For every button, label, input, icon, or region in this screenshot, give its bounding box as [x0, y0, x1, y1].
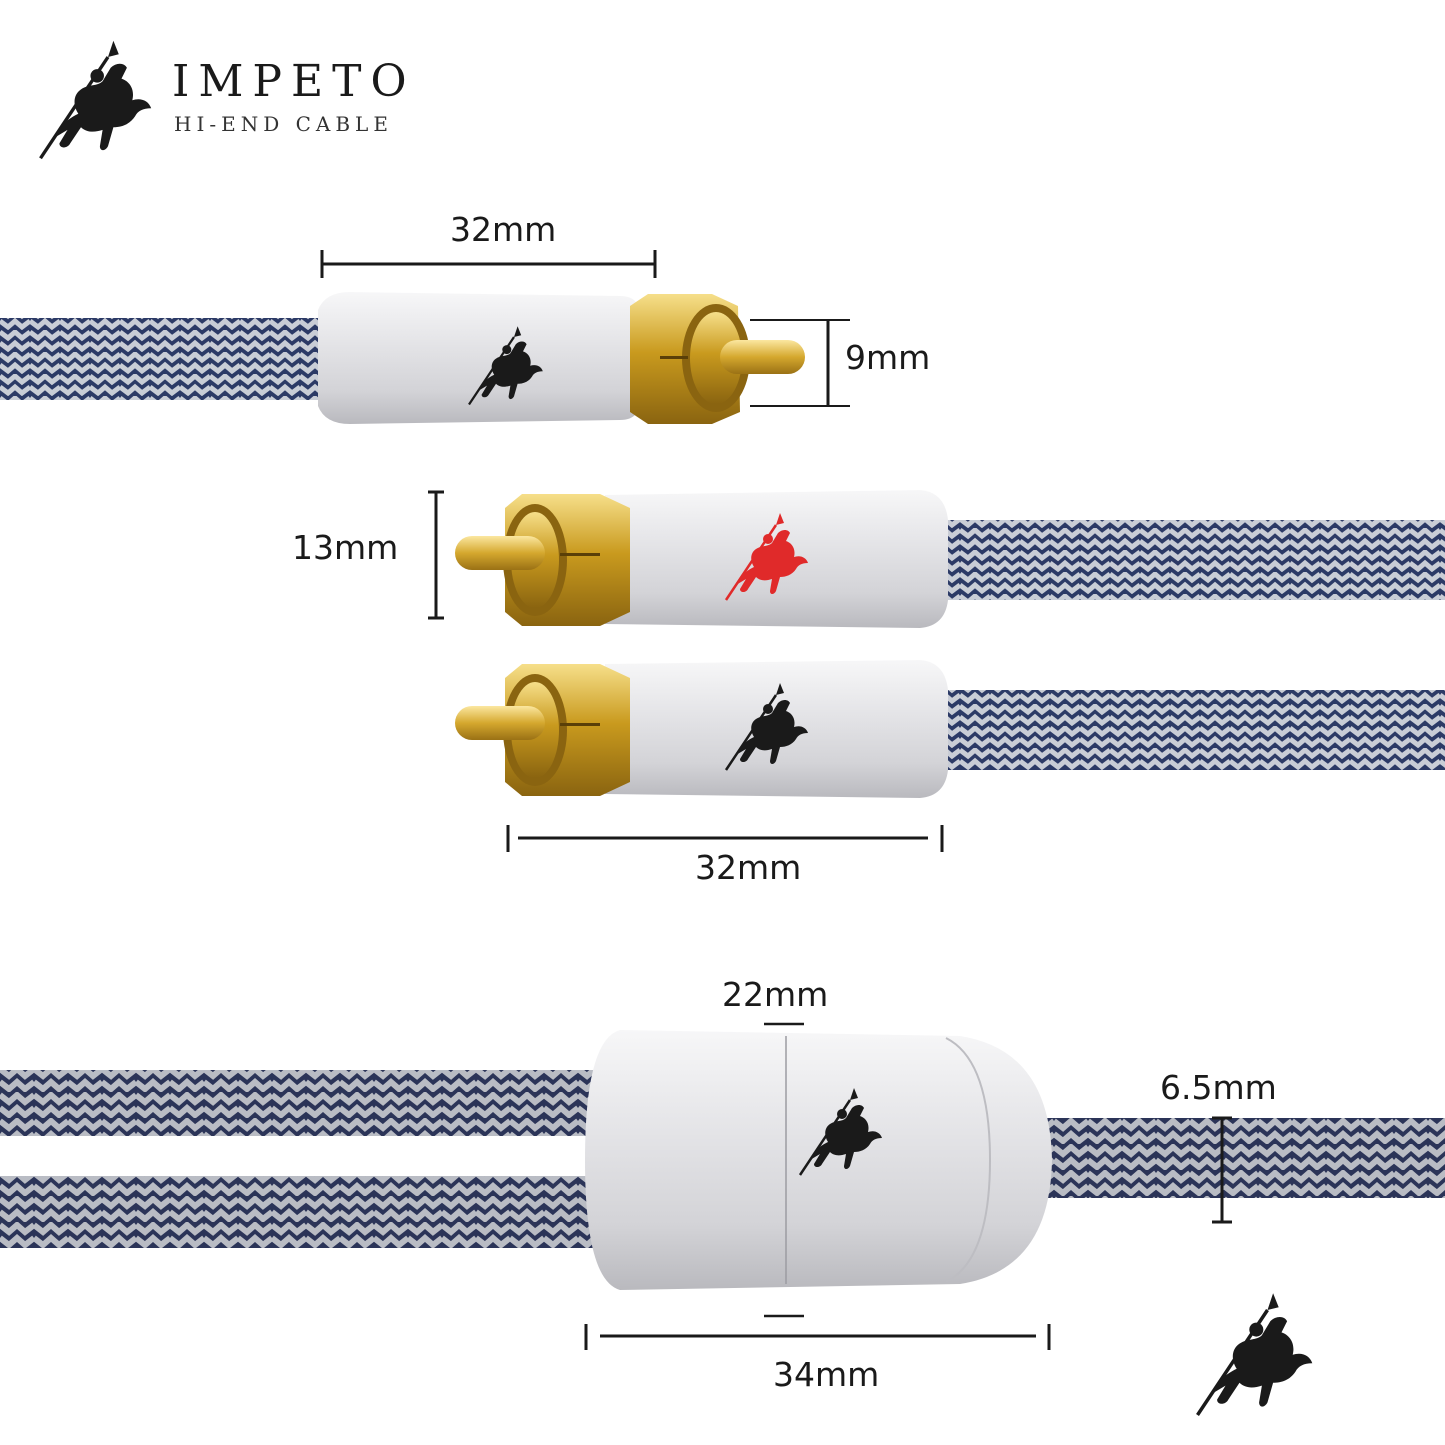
cable-diameter-label: 6.5mm [1160, 1068, 1277, 1107]
top-cable [0, 318, 330, 400]
top-center-pin [720, 340, 805, 374]
splitter-input-cable-upper [0, 1070, 640, 1136]
white-center-pin [455, 706, 545, 740]
splitter-length-label: 34mm [773, 1355, 880, 1394]
red-center-pin [455, 536, 545, 570]
splitter-input-cable-lower [0, 1176, 640, 1248]
white-connector-cable [935, 690, 1445, 770]
bottom-logo-icon [1195, 1291, 1315, 1417]
rca-head-diameter-label: 13mm [292, 528, 399, 567]
brand-tagline: HI-END CABLE [174, 112, 393, 136]
splitter-output-cable [1040, 1118, 1445, 1198]
red-connector-cable [935, 520, 1445, 600]
brand-logo-icon [38, 38, 154, 161]
rca-body-length-label: 32mm [695, 848, 802, 887]
top-connector-housing [318, 292, 640, 424]
pin-diameter-label: 9mm [845, 338, 931, 377]
top-plug-length-label: 32mm [450, 210, 557, 249]
brand-name: IMPETO [172, 56, 416, 107]
splitter-diameter-label: 22mm [722, 975, 829, 1014]
